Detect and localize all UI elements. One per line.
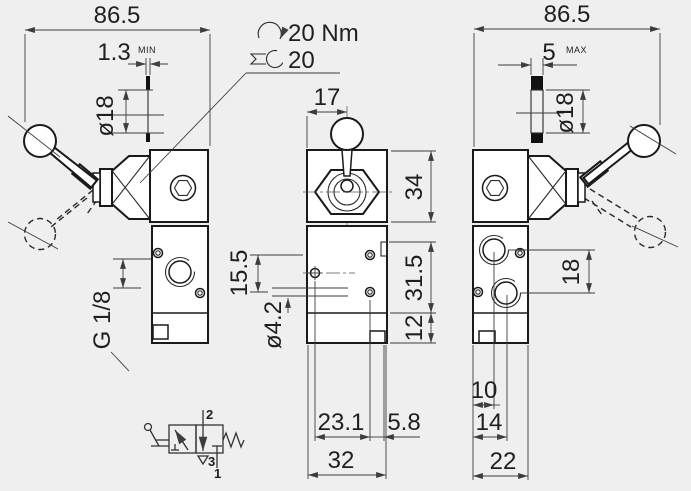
dim-hole-v-spacing: 15.5 — [226, 250, 253, 297]
threaded-port — [494, 281, 518, 305]
right-view-dimensions: 86.5 5 MAX ø18 18 10 14 22 — [471, 1, 661, 480]
valve-body-upper — [472, 149, 529, 223]
pilot-hole — [472, 286, 484, 298]
dim-panel-max: 5 — [542, 39, 555, 66]
spring-icon — [222, 431, 245, 449]
dim-base-14: 14 — [476, 409, 503, 436]
lever-ball-front — [330, 117, 364, 151]
hex-socket-screw — [169, 174, 197, 202]
mounting-nut — [527, 155, 567, 220]
dim-hole-edge: 5.8 — [387, 409, 420, 436]
dim-port-thread: G 1/8 — [89, 291, 116, 350]
symbol-box-actuated — [168, 424, 197, 454]
dim-panel-hole-right: ø18 — [552, 92, 579, 133]
dim-lever-offset: 17 — [314, 84, 341, 111]
dim-base-height: 12 — [401, 315, 428, 342]
dim-overall-right: 86.5 — [544, 1, 591, 28]
dim-front-width: 32 — [328, 447, 355, 474]
base-notch — [152, 324, 169, 340]
torque-arrow-icon — [257, 21, 289, 40]
hex-socket-icon — [485, 180, 505, 196]
left-view-dimensions: 86.5 1.3 MIN ø18 G 1/8 — [24, 2, 211, 372]
mounting-nut — [111, 155, 151, 220]
dim-port-v-spacing: 18 — [558, 259, 585, 286]
right-lever-dashed-position — [583, 188, 679, 249]
toggle-stem — [341, 149, 353, 177]
valve-body-lower — [306, 225, 388, 344]
lever-actuator-icon — [143, 422, 169, 447]
dim-body-height: 31.5 — [401, 255, 428, 302]
dim-panel-hole-left: ø18 — [92, 95, 119, 136]
left-side-view — [7, 76, 209, 344]
valve-body-lower — [151, 225, 209, 344]
dim-overall-left: 86.5 — [94, 2, 141, 29]
pilot-hole — [194, 287, 206, 299]
front-view — [303, 106, 394, 344]
pilot-hole — [514, 247, 526, 259]
dim-top-height: 34 — [401, 174, 428, 201]
mounting-hole — [364, 286, 376, 298]
leader-line — [139, 72, 247, 184]
exhaust-triangle-icon — [196, 455, 210, 466]
torque-value: 20 Nm — [288, 20, 359, 47]
right-side-view — [472, 76, 679, 344]
panel-section-mark — [531, 76, 543, 90]
base-notch — [478, 330, 496, 344]
tightening-note: 20 Nm 20 — [139, 20, 359, 184]
mounting-collar — [99, 168, 113, 207]
dim-hole-dia: ø4.2 — [260, 301, 287, 349]
lever-ball-dashed — [633, 215, 667, 249]
flow-path-arrow — [174, 429, 189, 451]
symbol-box-rest — [195, 424, 224, 454]
left-lever-dashed-position — [7, 189, 98, 251]
symbol-port-2: 2 — [206, 407, 213, 422]
symbol-port-3: 3 — [208, 454, 215, 469]
dim-panel-max-qualifier: MAX — [566, 45, 587, 55]
mounting-hole — [364, 249, 376, 261]
symbol-port-1: 1 — [214, 466, 221, 481]
lever-ball-dashed — [23, 217, 57, 251]
panel-section-mark — [531, 133, 543, 143]
wrench-size: 20 — [288, 47, 315, 74]
dim-panel-min: 1.3 — [97, 39, 130, 66]
panel-section-mark — [146, 133, 150, 142]
dim-side-width: 22 — [490, 448, 517, 475]
hex-socket-icon — [173, 180, 193, 196]
mounting-collar — [565, 168, 579, 207]
toggle-dome — [340, 179, 354, 193]
dim-base-10: 10 — [471, 377, 498, 404]
lever-ball — [627, 124, 661, 158]
front-view-dimensions: 17 34 31.5 12 15.5 ø4.2 23.1 5.8 32 — [226, 84, 436, 479]
panel-section-mark — [146, 76, 150, 90]
hex-socket-screw — [481, 174, 509, 202]
pneumatic-symbol-3-2-valve: 2 3 1 — [143, 407, 245, 481]
valve-body-upper — [149, 149, 209, 223]
pilot-hole — [152, 247, 164, 259]
wrench-icon — [249, 49, 285, 69]
dim-panel-min-qualifier: MIN — [138, 45, 156, 55]
dim-hole-h-spacing: 23.1 — [318, 409, 365, 436]
edge-step — [380, 241, 388, 257]
valve-body-lower — [472, 225, 529, 344]
lever-rod — [48, 145, 99, 189]
threaded-port — [168, 260, 192, 284]
